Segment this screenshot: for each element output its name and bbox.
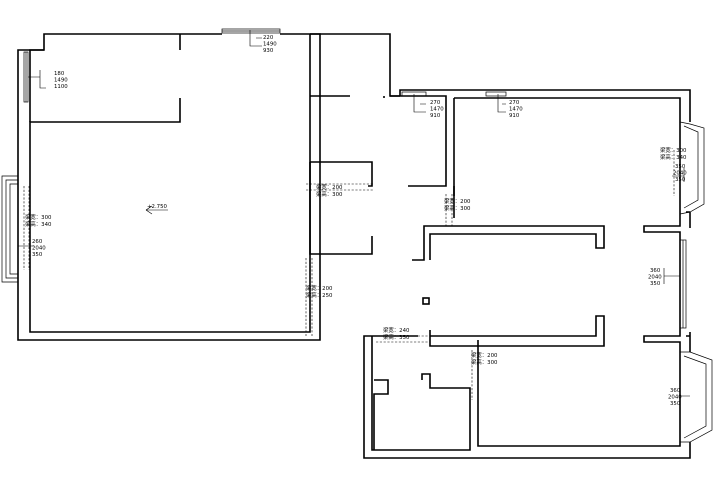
svg-text:梁宽：200: 梁宽：200 [316, 183, 343, 191]
window-tag-w-top-c: 270 1470 910 [509, 100, 523, 119]
svg-text:2040: 2040 [673, 171, 687, 177]
svg-text:260: 260 [32, 239, 43, 245]
bay-window-right-a [679, 121, 705, 215]
svg-text:2040: 2040 [648, 275, 662, 281]
svg-text:350: 350 [650, 281, 661, 287]
svg-text:梁宽：200: 梁宽：200 [444, 197, 471, 205]
right-wing-walls [363, 89, 691, 459]
svg-text:350: 350 [675, 164, 686, 170]
svg-text:1490: 1490 [54, 78, 68, 84]
tag-leaders [18, 30, 690, 402]
living-room-walls [17, 33, 321, 341]
beam-tag-b-mid-c: 梁宽：200 梁高：250 [306, 284, 333, 299]
beam-tag-b-low-a: 梁宽：240 梁高：350 [383, 326, 410, 341]
svg-text:梁高：250: 梁高：250 [306, 291, 333, 299]
svg-text:梁高：300: 梁高：300 [444, 204, 471, 212]
svg-text:1470: 1470 [509, 107, 523, 113]
svg-text:梁宽：200: 梁宽：200 [306, 284, 333, 292]
window-tag-w-right-c: 360 2040 350 [668, 388, 682, 407]
svg-text:1490: 1490 [263, 42, 277, 48]
window-top-c [485, 91, 507, 97]
svg-text:270: 270 [509, 100, 520, 106]
beam-tag-b-left: 梁宽：300 梁高：340 [25, 213, 52, 228]
svg-text:2040: 2040 [668, 395, 682, 401]
beam-left [23, 186, 30, 270]
svg-text:梁高：340: 梁高：340 [660, 153, 687, 161]
svg-text:梁宽：300: 梁宽：300 [25, 213, 52, 221]
svg-text:910: 910 [509, 113, 520, 119]
svg-text:270: 270 [430, 100, 441, 106]
column-square [422, 297, 430, 305]
svg-text:930: 930 [263, 48, 274, 54]
svg-text:180: 180 [54, 71, 65, 77]
window-tag-w-right-a: 350 2040 350 [673, 164, 687, 183]
svg-text:360: 360 [650, 268, 661, 274]
svg-text:梁高：340: 梁高：340 [25, 220, 52, 228]
window-tag-w-left-a: 180 1490 1100 [54, 71, 68, 90]
beam-right-wing [376, 150, 675, 400]
beam-tag-b-low-b: 梁宽：200 梁高：300 [471, 351, 498, 366]
bay-window-right-b [680, 351, 713, 443]
svg-text:1470: 1470 [430, 107, 444, 113]
svg-text:350: 350 [675, 177, 686, 183]
svg-text:梁高：300: 梁高：300 [316, 190, 343, 198]
svg-text:350: 350 [32, 252, 43, 258]
beam-tag-b-right-top: 梁宽：300 梁高：340 [660, 146, 687, 161]
svg-text:350: 350 [670, 401, 681, 407]
svg-text:梁宽：200: 梁宽：200 [471, 351, 498, 359]
svg-text:梁高：350: 梁高：350 [383, 333, 410, 341]
window-tag-w-left-b: 260 2040 350 [32, 239, 46, 258]
svg-text:2040: 2040 [32, 246, 46, 252]
svg-text:910: 910 [430, 113, 441, 119]
elevation-mark: +2.750 [147, 204, 168, 210]
svg-text:1100: 1100 [54, 84, 68, 90]
svg-text:梁宽：240: 梁宽：240 [383, 326, 410, 334]
window-tag-w-top-a: 220 1490 930 [263, 35, 277, 54]
svg-text:梁高：300: 梁高：300 [471, 358, 498, 366]
bay-window-left [1, 175, 18, 283]
svg-text:梁宽：300: 梁宽：300 [660, 146, 687, 154]
beam-tag-b-mid-b: 梁宽：200 梁高：300 [444, 197, 471, 212]
window-tag-w-top-b: 270 1470 910 [430, 100, 444, 119]
beam-corridor [305, 183, 374, 336]
svg-text:220: 220 [263, 35, 274, 41]
svg-text:360: 360 [670, 388, 681, 394]
corridor-walls [309, 33, 447, 255]
window-left-upper [23, 51, 29, 103]
window-tag-w-right-b: 360 2040 350 [648, 268, 662, 287]
beam-tag-b-mid-a: 梁宽：200 梁高：300 [316, 183, 343, 198]
window-right-mid [679, 239, 687, 329]
window-top-left [221, 28, 281, 34]
